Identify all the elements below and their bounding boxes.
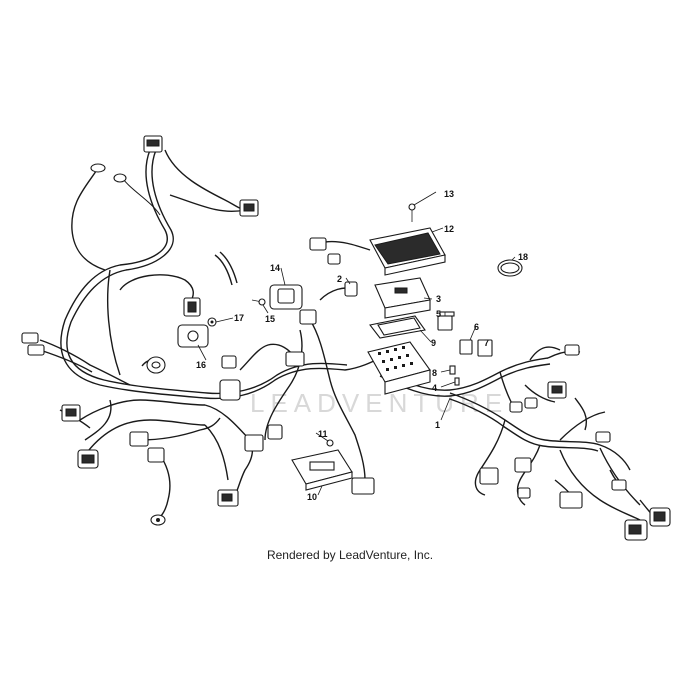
fuse-8 — [449, 365, 456, 375]
main-harness-left — [39, 149, 381, 521]
connector-center-left — [129, 431, 165, 463]
callout-3: 3 — [436, 294, 441, 304]
connector-14-plug — [299, 309, 317, 325]
callout-5: 5 — [436, 309, 441, 319]
ring-terminal-bottom — [150, 514, 166, 526]
connector-mid-plug — [244, 424, 283, 452]
render-credit: Rendered by LeadVenture, Inc. — [266, 548, 434, 562]
connector-2 — [344, 281, 358, 297]
relay-14 — [214, 251, 303, 310]
screw-17 — [207, 317, 217, 327]
callout-13: 13 — [444, 189, 454, 199]
callout-8: 8 — [432, 368, 437, 378]
connector-right-small — [509, 344, 580, 413]
relay-6 — [459, 339, 473, 355]
callout-1: 1 — [435, 420, 440, 430]
connector-294-358 — [285, 351, 305, 367]
connector-left-pair — [21, 332, 45, 356]
callout-17: 17 — [234, 313, 244, 323]
callout-16: 16 — [196, 360, 206, 370]
callout-14: 14 — [270, 263, 280, 273]
callout-12: 12 — [444, 224, 454, 234]
connector-right-top — [547, 381, 567, 399]
fuse-4 — [454, 377, 460, 386]
connector-right-mid — [479, 431, 611, 485]
screw-11 — [326, 439, 334, 447]
bolt-13 — [408, 203, 416, 222]
connector-bottom-left — [217, 489, 239, 507]
connector-right-bottom — [624, 507, 671, 541]
callout-7: 7 — [484, 338, 489, 348]
connector-right-low — [517, 479, 627, 509]
relay-7 — [477, 339, 493, 357]
connector-top-right — [239, 199, 259, 217]
regulator-wire — [309, 237, 371, 265]
harness-plug-left — [183, 297, 201, 317]
connector-left-low — [77, 449, 99, 469]
clamp-18 — [497, 259, 523, 277]
connector-top-center — [143, 135, 163, 153]
callout-11: 11 — [318, 429, 328, 439]
fuse-block — [367, 341, 431, 395]
fuse-cover-3 — [374, 277, 431, 319]
sensor-round — [146, 356, 166, 374]
switch-16 — [177, 324, 209, 348]
leader-lines — [197, 191, 516, 496]
callout-labels: 1 2 3 4 5 6 7 8 9 10 11 12 13 14 15 16 1… — [196, 189, 528, 502]
gasket-9 — [369, 315, 426, 339]
callout-18: 18 — [518, 252, 528, 262]
callout-4: 4 — [432, 383, 437, 393]
connector-near-10 — [351, 477, 375, 495]
callout-15: 15 — [265, 314, 275, 324]
ring-terminal-top — [90, 163, 127, 183]
callout-6: 6 — [474, 322, 479, 332]
callout-10: 10 — [307, 492, 317, 502]
callout-9: 9 — [431, 338, 436, 348]
callout-2: 2 — [337, 274, 342, 284]
connector-left-mid — [61, 404, 81, 422]
connector-center — [219, 355, 241, 401]
module-10 — [291, 449, 353, 491]
regulator-12 — [369, 227, 446, 276]
screw-15 — [251, 298, 266, 306]
